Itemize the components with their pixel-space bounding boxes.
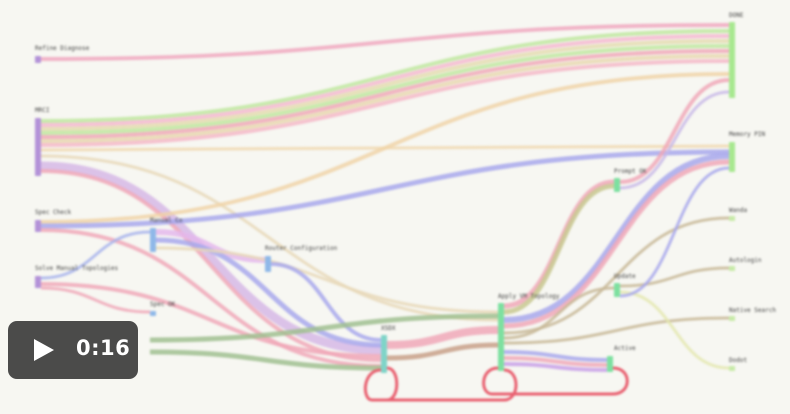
flow-link: [40, 59, 730, 147]
flow-link: [619, 78, 730, 184]
flow-link: [503, 350, 608, 362]
label-update: Update: [614, 273, 636, 280]
label-wanda: Wanda: [729, 207, 748, 214]
flow-link: [503, 286, 615, 340]
feedback-loop: [372, 368, 518, 402]
flow-link: [386, 326, 499, 349]
label-refine: Refine Diagnose: [35, 45, 90, 52]
flow-link: [40, 161, 382, 355]
flow-link: [155, 229, 266, 263]
label-spec: Spec Check: [35, 209, 72, 216]
label-native: Native Search: [729, 307, 776, 314]
flow-link: [503, 153, 730, 323]
node-apply[interactable]: [498, 303, 504, 371]
flow-link: [619, 266, 730, 288]
feedback-loop: [482, 366, 629, 396]
flow-link: [40, 286, 151, 314]
flow-link: [503, 183, 615, 315]
label-xsdx: XSDX: [381, 325, 396, 332]
node-autologin[interactable]: [729, 266, 735, 271]
node-mri[interactable]: [35, 118, 41, 176]
flow-link: [619, 166, 730, 298]
flow-link: [40, 39, 730, 131]
label-memory: Memory PIN: [729, 131, 766, 138]
flow-link: [503, 316, 730, 345]
flow-link: [40, 230, 151, 280]
flow-link: [149, 313, 499, 343]
flow-link: [40, 54, 730, 143]
flow-link: [40, 49, 730, 139]
flow-link: [149, 349, 382, 371]
flow-link: [155, 237, 382, 348]
flow-link: [40, 34, 730, 127]
flow-link: [155, 246, 499, 314]
label-mri: MRCI: [35, 107, 50, 114]
flow-link: [40, 44, 730, 135]
label-dodot: Dodot: [729, 357, 748, 364]
flow-link: [503, 362, 608, 372]
node-spec2[interactable]: [150, 311, 156, 316]
node-solve[interactable]: [35, 276, 41, 288]
flow-link: [503, 159, 730, 329]
label-manual: Manual Co: [150, 217, 183, 224]
video-play-button[interactable]: 0:16: [8, 321, 138, 379]
node-route[interactable]: [265, 256, 271, 272]
flow-link: [40, 282, 382, 358]
flow-link: [40, 228, 382, 368]
node-active[interactable]: [607, 356, 613, 372]
video-duration: 0:16: [76, 336, 131, 360]
label-prompt: Prompt OK: [614, 168, 647, 175]
node-prompt[interactable]: [614, 178, 620, 192]
label-solve: Solve Manual Topologies: [35, 265, 119, 272]
node-dodot[interactable]: [729, 366, 735, 371]
node-update[interactable]: [614, 283, 620, 297]
label-route: Router Configuration: [265, 245, 338, 252]
node-refine[interactable]: [35, 56, 41, 63]
flow-link: [619, 90, 730, 190]
flow-link: [270, 262, 382, 342]
flow-link: [386, 342, 499, 361]
flow-link: [40, 29, 730, 123]
node-memory[interactable]: [729, 142, 735, 172]
label-done: DONE: [729, 12, 744, 19]
flow-link: [40, 72, 730, 224]
flow-link: [619, 290, 730, 370]
flow-link: [40, 169, 382, 362]
node-done[interactable]: [729, 22, 735, 98]
node-xsdx[interactable]: [381, 335, 387, 373]
flow-link: [40, 154, 499, 322]
flow-link: [40, 149, 730, 229]
label-active: Active: [614, 345, 636, 352]
label-autologin: Autologin: [729, 257, 762, 264]
node-wanda[interactable]: [729, 216, 735, 221]
node-native[interactable]: [729, 316, 735, 321]
label-apply: Apply VM Topology: [498, 293, 560, 300]
label-spec2: Spec OK: [150, 301, 176, 308]
flow-link: [503, 356, 608, 367]
node-spec[interactable]: [35, 220, 41, 232]
play-icon[interactable]: [34, 339, 54, 361]
node-manual[interactable]: [150, 228, 156, 252]
flow-link: [40, 23, 730, 61]
